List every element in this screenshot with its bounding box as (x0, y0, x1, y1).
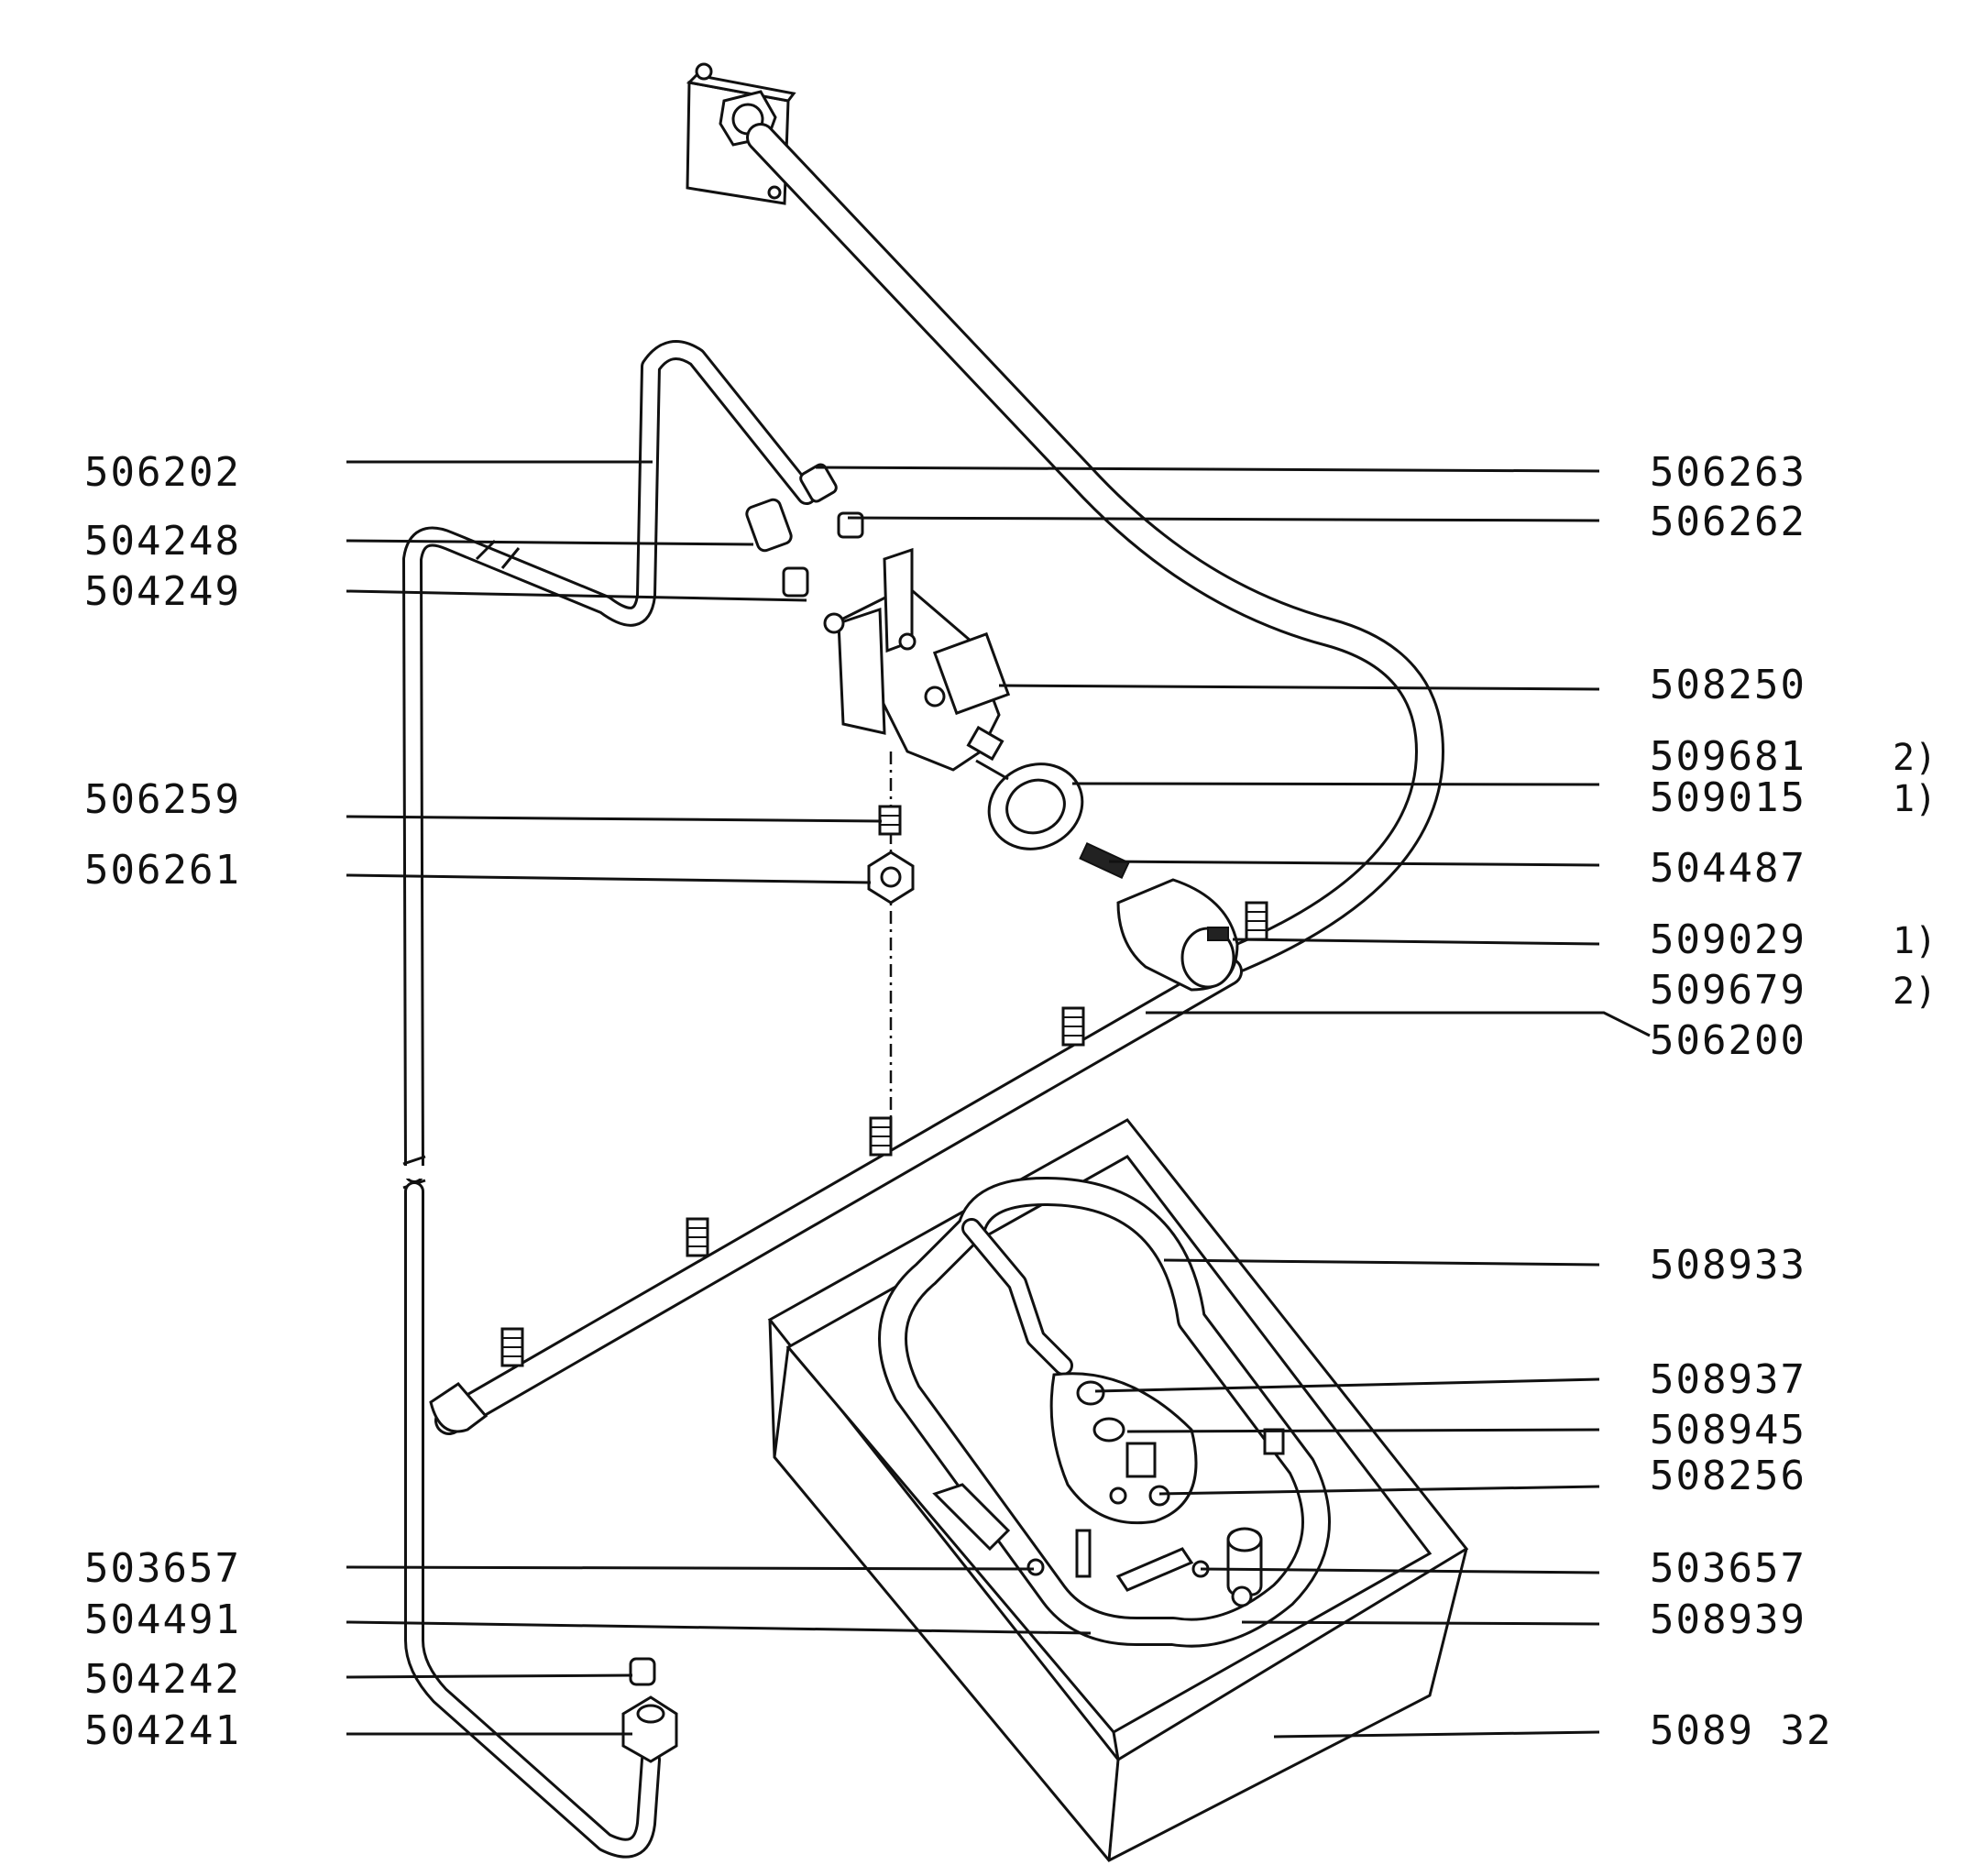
part-label-506200: 506200 (1650, 1017, 1806, 1064)
part-label-508256: 508256 (1650, 1453, 1806, 1499)
part-label-508939: 508939 (1650, 1596, 1806, 1643)
part-label-506261: 506261 (84, 847, 241, 894)
part-label-504249: 504249 (84, 568, 241, 615)
part-note-509681: 2) (1893, 737, 1937, 779)
part-label-509015: 509015 (1650, 774, 1806, 821)
line-drawing (400, 62, 1469, 1862)
part-label-504242: 504242 (84, 1656, 241, 1703)
part-label-508933: 508933 (1650, 1242, 1806, 1289)
part-label-508937: 508937 (1650, 1356, 1806, 1403)
part-label-504241: 504241 (84, 1707, 241, 1754)
pilot-valve (745, 463, 1011, 772)
part-label-506263: 506263 (1650, 449, 1806, 496)
part-label-503657-left: 503657 (84, 1545, 241, 1592)
part-label-504487: 504487 (1650, 845, 1806, 892)
part-label-506259: 506259 (84, 776, 241, 823)
part-note-509015: 1) (1893, 778, 1937, 820)
part-label-508945: 508945 (1650, 1407, 1806, 1454)
leader-lines (346, 460, 1651, 1739)
pilot-burner (1116, 878, 1239, 992)
part-label-506262: 506262 (1650, 499, 1806, 545)
part-label-504491: 504491 (84, 1596, 241, 1643)
part-note-509679: 2) (1893, 971, 1937, 1013)
part-note-509029: 1) (1893, 920, 1937, 962)
part-label-508250: 508250 (1650, 662, 1806, 708)
part-label-504248: 504248 (84, 518, 241, 565)
left-labels: 506202 504248 504249 506259 506261 50365… (84, 449, 241, 1754)
burner-jets (500, 901, 1268, 1367)
part-label-508932: 5089 32 (1650, 1707, 1832, 1754)
part-label-506202: 506202 (84, 449, 241, 496)
part-label-509029: 509029 (1650, 916, 1806, 963)
part-label-503657-right: 503657 (1650, 1545, 1806, 1592)
part-label-509681: 509681 (1650, 733, 1806, 780)
part-label-509679: 509679 (1650, 967, 1806, 1014)
wall-flange (686, 62, 796, 205)
right-labels: 506263 506262 508250 509681 2) 509015 1)… (1650, 449, 1937, 1754)
